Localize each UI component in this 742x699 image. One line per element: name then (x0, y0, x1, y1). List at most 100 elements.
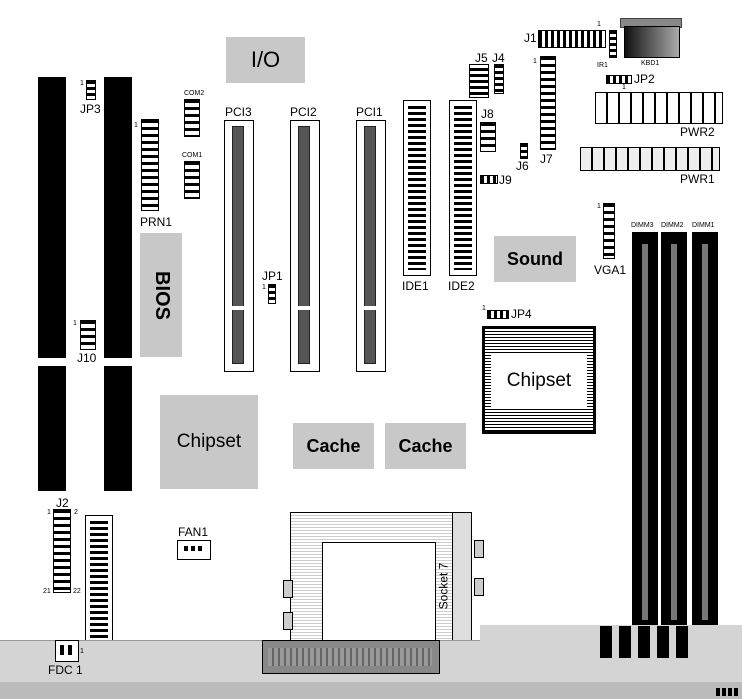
j6-header (520, 143, 528, 159)
fan1-pins (184, 546, 202, 551)
cache-block-2-label: Cache (398, 435, 453, 456)
jp4-pin1: 1 (482, 305, 486, 312)
bottom-strip (0, 682, 742, 699)
fdc1-pins (60, 645, 72, 655)
socket7-tab-left-bottom (283, 612, 293, 630)
chipset-right-core: Chipset (491, 353, 587, 409)
pwr1-connector (580, 147, 720, 171)
pci1-slot-key (362, 306, 378, 310)
jp1-label: JP1 (262, 269, 283, 283)
cache-block-2: Cache (385, 423, 466, 469)
jp4-header (487, 310, 509, 319)
j1-label: J1 (524, 31, 537, 45)
left-slot-b-gap (104, 358, 132, 366)
j4-header (494, 64, 504, 94)
cache-block-1: Cache (293, 423, 374, 469)
left-slot-a-gap (38, 358, 66, 366)
pci2-slot-key (296, 306, 312, 310)
j2-pin22: 22 (73, 588, 81, 595)
jp4-label: JP4 (511, 307, 532, 321)
pci1-slot-contacts (364, 126, 376, 364)
sound-block-label: Sound (507, 248, 563, 269)
socket7-tab-right-bottom (474, 578, 484, 596)
pci1-label: PCI1 (356, 105, 383, 119)
cache-block-1-label: Cache (306, 435, 361, 456)
dimm3-label: DIMM3 (631, 222, 654, 229)
j8-label: J8 (481, 107, 494, 121)
dimm-clip-row (600, 626, 690, 658)
j1-header (538, 30, 606, 48)
socket7-lever (452, 512, 472, 654)
fdc1-pin1: 1 (80, 648, 84, 655)
vga1-header (603, 203, 615, 259)
chipset-left-label: Chipset (176, 431, 242, 452)
j9-label: J9 (499, 173, 512, 187)
prn1-label: PRN1 (140, 215, 173, 229)
pci2-label: PCI2 (290, 105, 317, 119)
sound-block: Sound (494, 236, 576, 282)
kbd1-body (624, 26, 680, 58)
left-slot-a (38, 77, 66, 491)
ir1-header (609, 30, 617, 58)
pci3-label: PCI3 (225, 105, 252, 119)
dimm1-channel (702, 244, 708, 620)
pci3-slot-contacts (232, 126, 244, 364)
pci2-slot-contacts (298, 126, 310, 364)
j10-header (80, 320, 96, 350)
fdc1-label: FDC 1 (48, 663, 83, 677)
j2-pin2: 2 (74, 509, 78, 516)
j6-label: J6 (516, 159, 529, 173)
ide1-pins (408, 106, 426, 270)
io-block: I/O (226, 37, 305, 83)
j5-label: J5 (475, 51, 488, 65)
j2-header (53, 509, 71, 593)
j2-label: J2 (56, 496, 69, 510)
chipset-right-label: Chipset (506, 370, 572, 391)
jp3-pin1: 1 (80, 80, 84, 87)
socket7-label: Socket 7 (436, 562, 451, 610)
socket7-tab-left-top (283, 580, 293, 598)
vga1-label: VGA1 (594, 263, 627, 277)
bottom-right-mark (716, 688, 740, 696)
bios-block-label: BIOS (150, 270, 173, 320)
jp2-header (606, 75, 632, 84)
kbd1-label: KBD1 (641, 60, 660, 67)
pwr2-label: PWR2 (680, 125, 715, 139)
j2-pin1: 1 (47, 509, 51, 516)
pwr2-connector (595, 92, 723, 124)
j10-label: J10 (77, 351, 97, 365)
ide1-label: IDE1 (402, 279, 429, 293)
j5-connector (469, 64, 489, 98)
dimm2-channel (671, 244, 677, 620)
fdc-ribbon-pins (90, 521, 108, 639)
com2-label: COM2 (184, 90, 205, 97)
j7-label: J7 (540, 152, 553, 166)
socket7-base-inner (268, 648, 432, 666)
jp1-pin1: 1 (262, 284, 266, 291)
jp2-label: JP2 (634, 72, 655, 86)
pwr2-pin1: 1 (622, 84, 626, 91)
chipset-left-block: Chipset (160, 395, 258, 489)
pwr1-label: PWR1 (680, 172, 715, 186)
prn1-pin1: 1 (134, 122, 138, 129)
dimm3-channel (642, 244, 648, 620)
dimm2-label: DIMM2 (661, 222, 684, 229)
j7-header (540, 56, 556, 150)
socket7-tab-right-top (474, 540, 484, 558)
com1-label: COM1 (182, 152, 203, 159)
j9-header (480, 175, 498, 184)
ide2-pins (454, 106, 472, 270)
bios-block: BIOS (140, 233, 182, 357)
dimm1-label: DIMM1 (692, 222, 715, 229)
io-block-label: I/O (250, 47, 281, 72)
vga1-pin1: 1 (597, 203, 601, 210)
j8-header (480, 122, 496, 152)
fan1-label: FAN1 (178, 525, 209, 539)
pci3-slot-key (230, 306, 246, 310)
jp3-label: JP3 (80, 102, 101, 116)
j10-pin1: 1 (73, 320, 77, 327)
prn1-header (141, 119, 159, 211)
com2-header (184, 99, 200, 137)
j7-pin1: 1 (533, 58, 537, 65)
